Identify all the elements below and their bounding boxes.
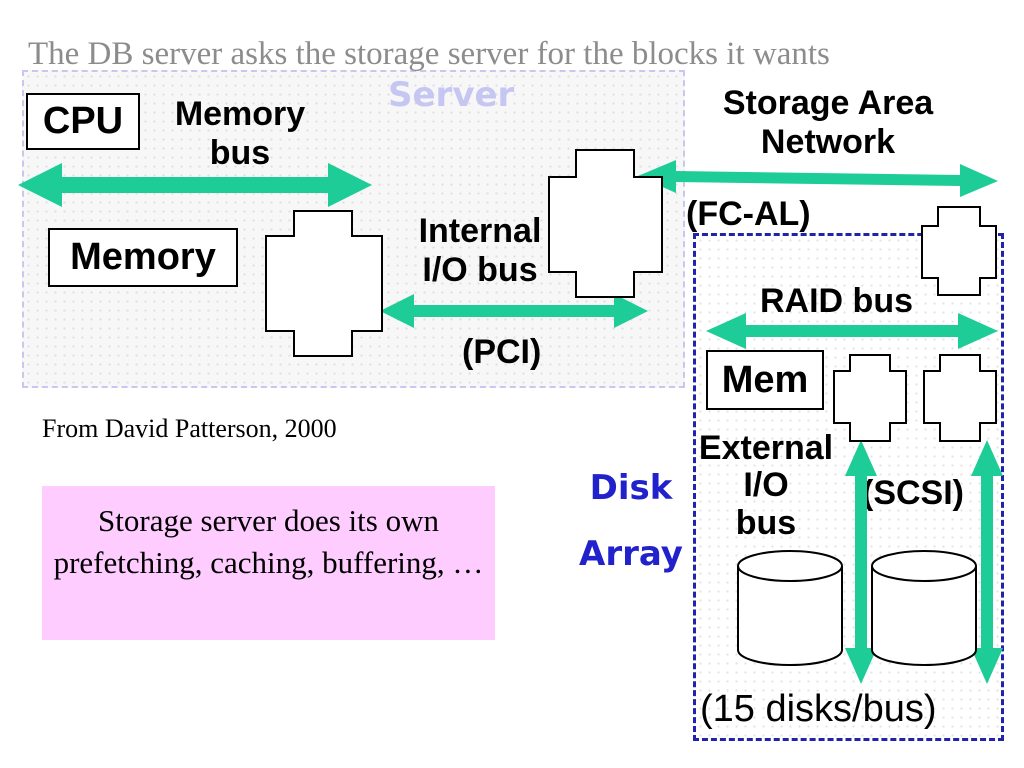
disks-per-bus-label: (15 disks/bus) [700,688,937,730]
internal-io-bus-label: Internal I/O bus [418,212,542,290]
host-adapter-shape [548,149,663,298]
scsi-label: (SCSI) [862,474,964,512]
scsi-controller-1-shape [833,354,907,442]
server-label: Server [388,75,515,115]
disk-cylinder-1 [737,550,843,666]
mem-box: Mem [706,350,824,410]
internal-io-bus-arrow [380,294,648,328]
memory-box: Memory [48,228,238,287]
memory-bus-label: Memory bus [174,95,306,173]
fcal-label: (FC-AL) [686,195,811,233]
slide-title: The DB server asks the storage server fo… [28,36,830,72]
external-io-bus-label: External I/O bus [698,429,834,542]
disk-array-label: Disk Array [579,468,683,575]
scsi-controller-2-shape [923,354,997,442]
disk-cylinder-2 [871,550,977,666]
pci-label: (PCI) [462,333,542,371]
memory-bus-arrow [18,163,372,207]
san-arrow [638,160,998,197]
raid-bus-arrow [706,313,998,349]
note-box: Storage server does its own prefetching,… [42,486,495,640]
credit-text: From David Patterson, 2000 [42,414,337,443]
scsi-bus-arrow-1 [845,440,877,684]
san-port-shape [921,206,997,296]
scsi-bus-arrow-2 [971,440,1003,684]
cpu-box: CPU [26,93,140,150]
san-label: Storage Area Network [722,84,934,162]
io-adapter-shape [265,210,383,357]
raid-bus-label: RAID bus [760,282,913,320]
